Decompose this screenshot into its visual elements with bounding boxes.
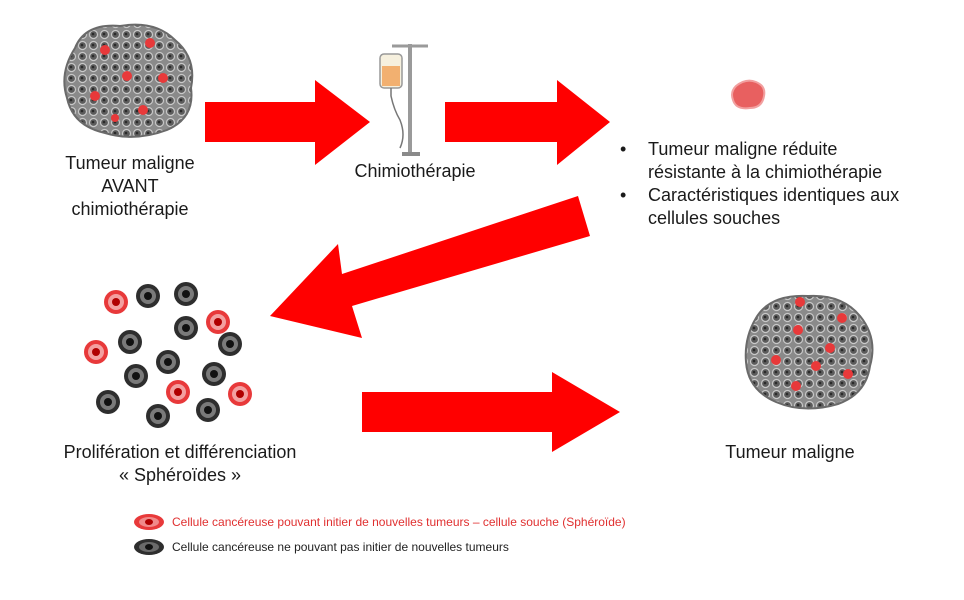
- iv-drip-icon: [379, 44, 428, 156]
- arrow-to-tumor-after: [362, 372, 620, 452]
- stem-cell: [104, 290, 128, 314]
- cancer-cell: [96, 390, 120, 414]
- legend-item-stem-cell: Cellule cancéreuse pouvant initier de no…: [132, 512, 626, 532]
- legend-item-normal-cell: Cellule cancéreuse ne pouvant pas initie…: [132, 537, 626, 557]
- arrow-to-proliferation: [270, 196, 590, 338]
- cancer-cell: [124, 364, 148, 388]
- cancer-cell: [136, 284, 160, 308]
- spheroid-cells-illustration: [84, 282, 252, 428]
- cancer-cell: [174, 282, 198, 306]
- tumor-after-label: Tumeur maligne: [725, 442, 855, 462]
- tumor-after-illustration: [744, 294, 874, 410]
- tumor-before-illustration: [63, 23, 194, 138]
- stem-cell-markers: [90, 38, 168, 122]
- cancer-cell: [202, 362, 226, 386]
- proliferation-label: Prolifération et différenciation « Sphér…: [63, 442, 297, 485]
- cancer-cell-icon: [134, 539, 164, 555]
- stem-cell: [84, 340, 108, 364]
- stem-cell-icon: [134, 514, 164, 530]
- stem-cell: [166, 380, 190, 404]
- tumor-before-label: Tumeur maligne AVANT chimiothérapie: [65, 153, 195, 219]
- stem-cell: [228, 382, 252, 406]
- cancer-cell: [156, 350, 180, 374]
- cancer-cell: [174, 316, 198, 340]
- cancer-cell: [196, 398, 220, 422]
- chemo-label: Chimiothérapie: [354, 161, 476, 181]
- cancer-cell: [118, 330, 142, 354]
- bullet-item: • Caractéristiques identiques aux cellul…: [620, 185, 900, 228]
- result-bullets: • Tumeur maligne réduite résistante à la…: [620, 138, 950, 230]
- arrow-to-chemo: [205, 80, 370, 165]
- stem-cell: [206, 310, 230, 334]
- cancer-cell: [146, 404, 170, 428]
- cancer-cell: [218, 332, 242, 356]
- legend: Cellule cancéreuse pouvant initier de no…: [132, 512, 626, 557]
- reduced-tumor-illustration: [731, 79, 766, 110]
- bullet-item: • Tumeur maligne réduite résistante à la…: [620, 139, 883, 182]
- arrow-to-result: [445, 80, 610, 165]
